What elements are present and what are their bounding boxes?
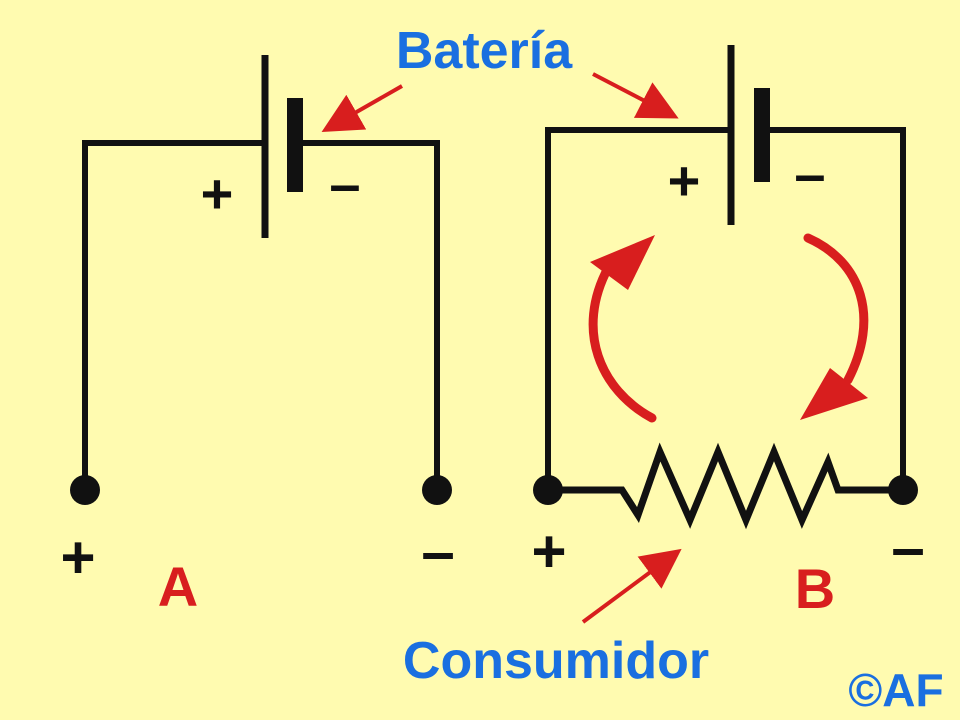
current-flow-arrow-right	[803, 233, 869, 385]
circuit-a-terminal-plus-dot	[70, 475, 100, 505]
circuit-b-terminal-minus-dot	[888, 475, 918, 505]
circuit-a-terminal-minus-sign: –	[421, 518, 454, 585]
circuit-a-battery-plus-sign: +	[201, 162, 234, 225]
circuit-b-left-wire	[545, 127, 731, 490]
circuit-b-terminal-plus-dot	[533, 475, 563, 505]
consumer-label: Consumidor	[403, 632, 709, 690]
circuit-a-right-wire	[297, 140, 440, 490]
circuit-a-left-wire	[82, 140, 265, 490]
circuit-a-label: A	[158, 555, 198, 618]
circuit-a-battery-minus-sign: –	[329, 152, 360, 215]
circuit-b-battery-minus-sign: –	[794, 142, 825, 205]
circuit-b: + – + – B	[531, 45, 925, 620]
consumer-resistor-symbol	[548, 442, 903, 530]
current-flow-arrow-left	[588, 263, 657, 423]
circuit-b-terminal-plus-sign: +	[531, 518, 566, 585]
circuit-b-right-wire	[762, 127, 906, 490]
circuit-b-terminal-minus-sign: –	[891, 514, 924, 581]
circuit-b-battery-short-plate	[754, 88, 770, 182]
battery-pointer-arrow-left	[321, 84, 403, 132]
circuit-a-terminal-minus-dot	[422, 475, 452, 505]
current-flow-arrowhead-right-icon	[800, 368, 868, 420]
consumer-pointer-arrow	[581, 548, 682, 624]
circuit-a-battery-short-plate	[287, 98, 303, 192]
circuit-a: + – + – A	[60, 55, 455, 618]
copyright-mark: ©AF	[848, 664, 943, 716]
circuit-a-terminal-plus-sign: +	[60, 524, 95, 591]
current-flow-arrowhead-left-icon	[590, 235, 655, 290]
circuit-b-battery-plus-sign: +	[668, 149, 701, 212]
battery-pointer-arrow-right	[592, 72, 679, 119]
battery-label: Batería	[396, 22, 573, 80]
circuit-b-label: B	[795, 557, 835, 620]
